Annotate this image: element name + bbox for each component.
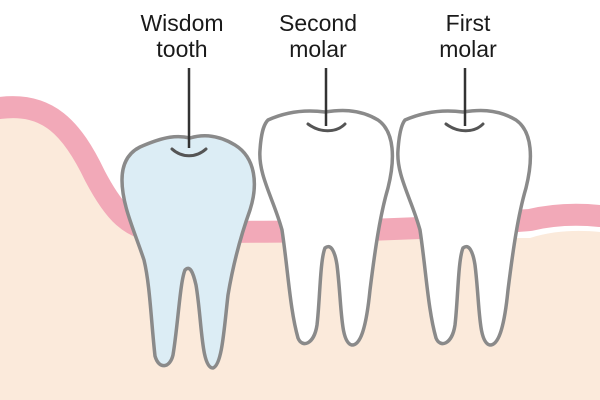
second-molar bbox=[258, 108, 395, 347]
first-molar-groove bbox=[444, 122, 485, 133]
second-molar-groove bbox=[306, 122, 347, 133]
first-molar-label: First molar bbox=[398, 10, 538, 62]
first-molar-label-line2: molar bbox=[439, 36, 497, 62]
second-molar-label-line1: Second bbox=[278, 10, 357, 36]
first-molar-label-line1: First bbox=[445, 10, 491, 36]
wisdom-tooth-groove bbox=[170, 147, 208, 158]
wisdom-tooth bbox=[120, 133, 257, 370]
wisdom-tooth-label: Wisdom tooth bbox=[112, 10, 252, 62]
first-molar bbox=[396, 108, 533, 347]
wisdom-tooth-label-line2: tooth bbox=[156, 36, 208, 62]
second-molar-label: Second molar bbox=[248, 10, 388, 62]
second-molar-label-line2: molar bbox=[289, 36, 347, 62]
gum-line bbox=[0, 96, 600, 244]
wisdom-tooth-label-line1: Wisdom bbox=[140, 10, 224, 36]
